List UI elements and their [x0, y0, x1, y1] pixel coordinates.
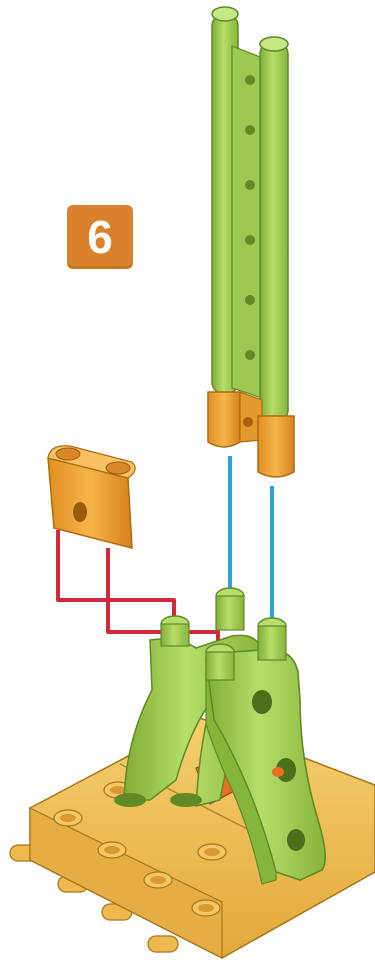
red-connector-lines [58, 530, 218, 650]
step-number-badge: 6 [67, 205, 133, 269]
long-green-rod-pair-icon [208, 7, 294, 477]
orange-bracket-icon [48, 446, 135, 548]
step-number: 6 [87, 214, 113, 260]
